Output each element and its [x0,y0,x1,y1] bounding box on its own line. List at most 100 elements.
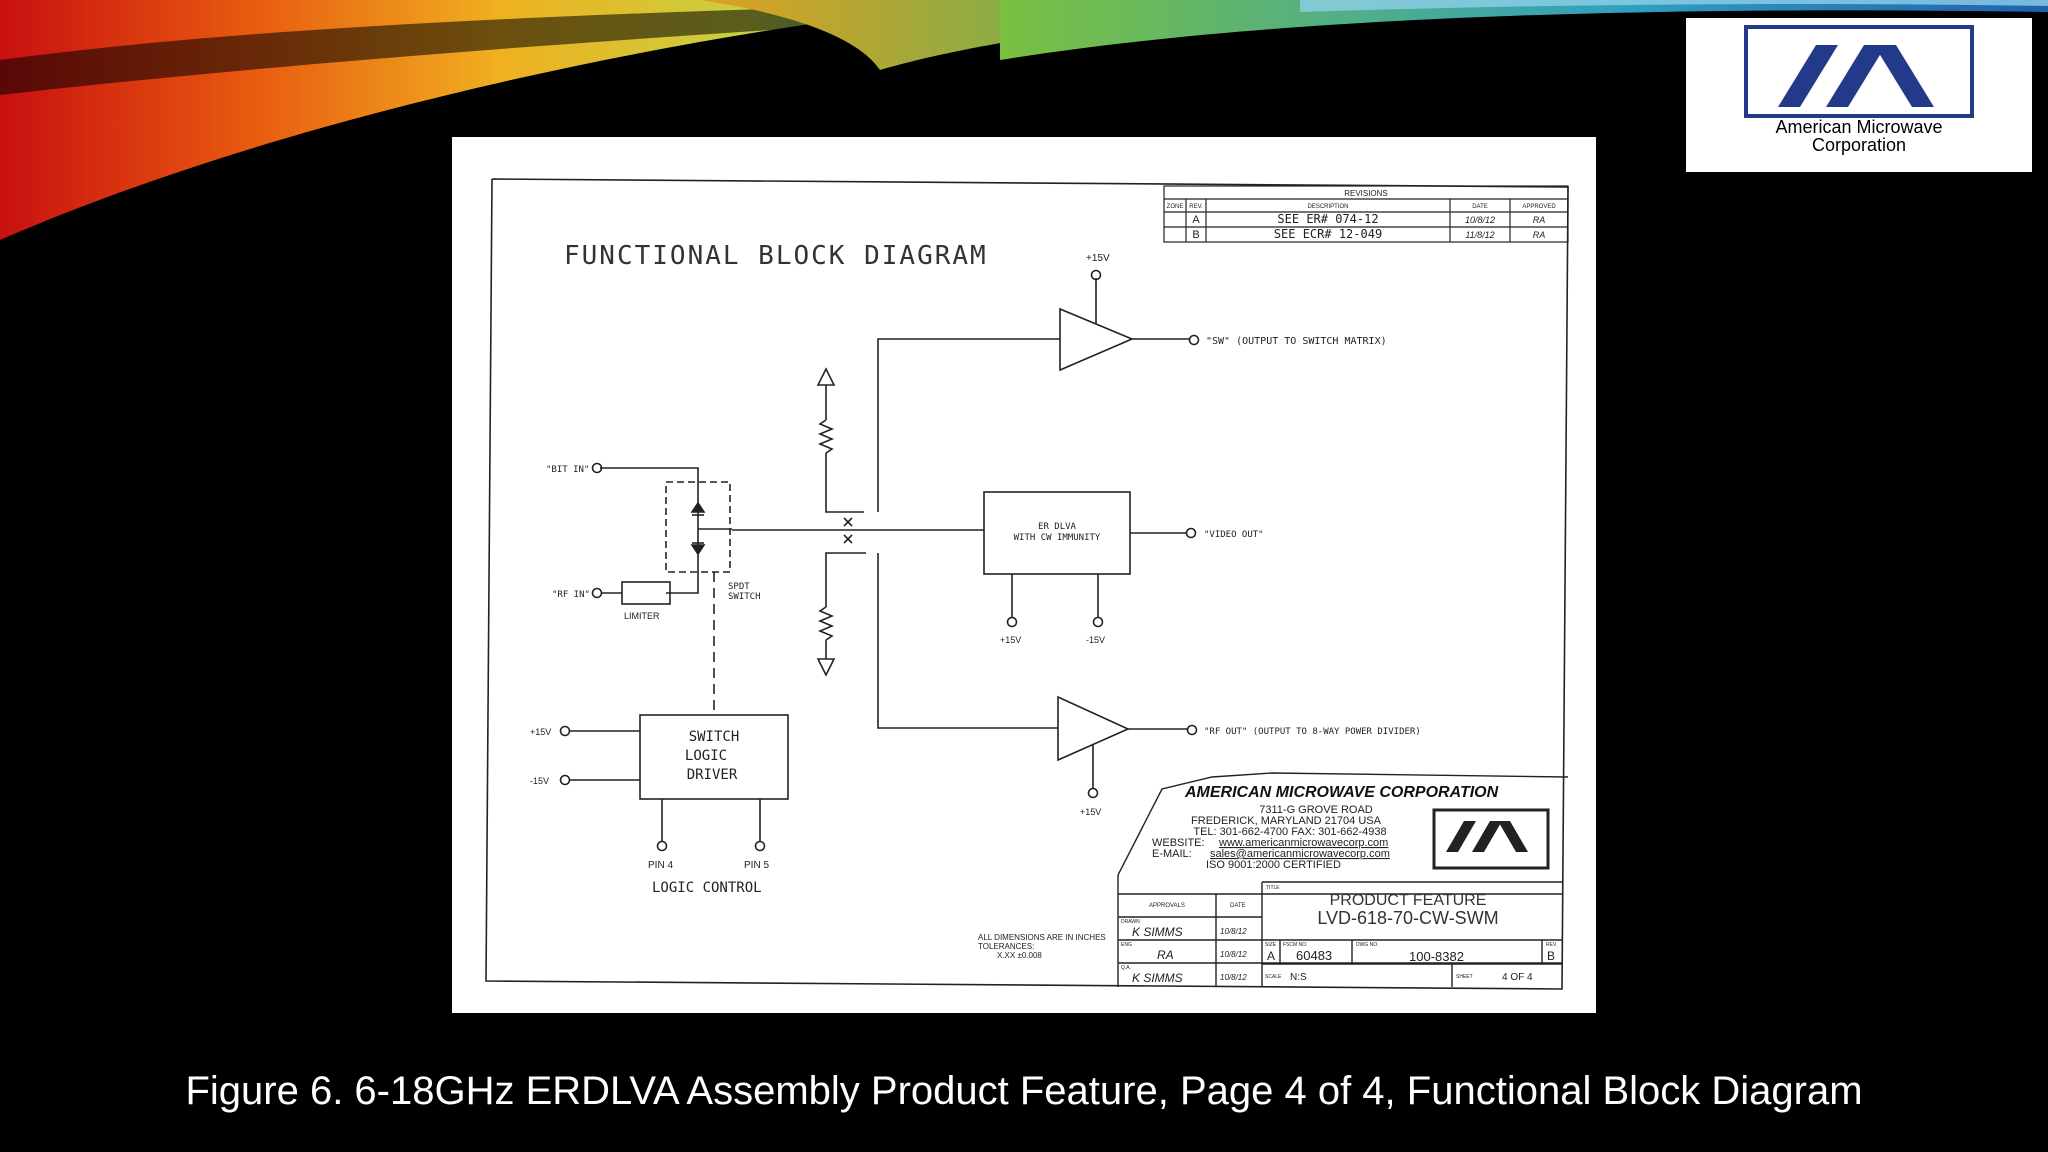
bit-in-label: "BIT IN" [546,465,589,475]
rev-row-a-rev: A [1192,214,1200,226]
tb-drawn-label: DRAWN [1121,919,1140,925]
rf-out-label: "RF OUT" (OUTPUT TO 8-WAY POWER DIVIDER) [1204,727,1421,737]
bit-in-port [591,462,603,474]
tb-rev: B [1547,949,1555,963]
crossover-junction [843,517,853,544]
revisions-heading: REVISIONS [1344,189,1388,198]
logo-frame [1744,25,1974,118]
tb-date-hdr: DATE [1230,903,1246,909]
rev-col-desc: DESCRIPTION [1307,204,1348,210]
rev-col-approved: APPROVED [1522,204,1556,210]
tb-rev-label: REV. [1546,942,1557,948]
tb-company: AMERICAN MICROWAVE CORPORATION [1184,784,1499,801]
tb-drawn-by: K SIMMS [1132,925,1183,939]
tb-email: sales@americanmicrowavecorp.com [1210,848,1390,860]
functional-block-diagram: FUNCTIONAL BLOCK DIAGRAM REVISIONS ZONE … [485,178,1569,990]
tb-sheet: 4 OF 4 [1502,972,1533,983]
switch-logic-driver-block [639,714,789,800]
driver-neg-port [559,774,571,786]
tb-fscm-label: FSCM NO. [1283,942,1307,948]
tb-dwg-label: DWG NO. [1356,942,1379,948]
drawing-title: FUNCTIONAL BLOCK DIAGRAM [564,241,988,271]
tb-scale: N:S [1290,972,1307,983]
tb-website: www.americanmicrowavecorp.com [1218,837,1388,849]
tb-scale-label: SCALE [1265,974,1282,980]
tb-eng-by: RA [1157,948,1174,962]
erdlva-neg-label: -15V [1086,635,1105,645]
tb-title-line1: PRODUCT FEATURE [1330,892,1487,909]
spdt-label-1: SPDT [728,582,750,592]
logo-line2: Corporation [1811,135,1907,155]
tb-iso: ISO 9001:2000 CERTIFIED [1206,859,1341,871]
erdlva-label-1: ER DLVA [1038,522,1077,532]
driver-label-3: DRIVER [687,767,738,783]
dims-note-3: X.XX ±0.008 [997,951,1042,960]
logo-line1: American Microwave [1775,117,1943,137]
erdlva-label-2: WITH CW IMMUNITY [1014,533,1101,543]
tb-fscm: 60483 [1296,948,1332,963]
company-logo: American Microwave Corporation [1686,18,2032,172]
rf-in-port [591,587,603,599]
rev-row-a-approved: RA [1533,215,1546,225]
driver-neg-label: -15V [530,776,549,786]
drawing-border [485,178,1569,990]
rev-row-a-desc: SEE ER# 074-12 [1277,212,1378,226]
tb-drawn-date: 10/8/12 [1220,927,1247,936]
pin5-label: PIN 5 [744,860,769,871]
tb-eng-label: ENG [1121,942,1132,948]
lower-termination [816,552,866,677]
rev-row-b-desc: SEE ECR# 12-049 [1274,227,1382,241]
pin4-label: PIN 4 [648,860,673,871]
tb-email-label: E-MAIL: [1152,848,1192,860]
tb-phone: TEL: 301-662-4700 FAX: 301-662-4938 [1193,826,1386,838]
rev-col-zone: ZONE [1167,204,1184,210]
spdt-label-2: SWITCH [728,592,761,602]
drawing-sheet: FUNCTIONAL BLOCK DIAGRAM REVISIONS ZONE … [452,137,1596,1013]
upper-termination [816,367,864,513]
video-out-label: "VIDEO OUT" [1204,530,1264,540]
slide-caption: Figure 6. 6-18GHz ERDLVA Assembly Produc… [185,1069,1863,1113]
tb-sheet-label: SHEET [1456,974,1473,980]
rev-row-b-rev: B [1192,229,1199,241]
logic-control-label: LOGIC CONTROL [652,880,762,896]
tb-qa-date: 10/8/12 [1220,973,1247,982]
tb-size: A [1267,949,1275,963]
rev-row-b-date: 11/8/12 [1465,230,1494,240]
pin5-port [754,840,766,852]
tb-title-label: TITLE [1266,885,1280,891]
video-out-port [1185,527,1197,539]
rev-col-date: DATE [1472,204,1488,210]
logo-company-name: American Microwave Corporation [1686,118,2032,154]
dims-note-2: TOLERANCES: [978,942,1034,951]
tb-size-label: SIZE [1265,942,1277,948]
tb-title-line2: LVD-618-70-CW-SWM [1317,908,1498,928]
rev-col-rev: REV. [1189,204,1203,210]
limiter-box [621,581,671,605]
title-block [1117,772,1569,987]
driver-label-1: SWITCH [689,729,740,745]
decorative-swoosh [0,0,2048,240]
driver-label-2: LOGIC [685,748,727,764]
driver-pos-port [559,725,571,737]
rev-row-a-date: 10/8/12 [1465,215,1495,225]
limiter-label: LIMITER [624,611,660,621]
rf-amp-supply-label: +15V [1080,807,1101,817]
sw-amplifier [877,269,1200,512]
rf-out-amplifier [877,553,1198,799]
tb-dwg: 100-8382 [1409,949,1464,964]
pin4-port [656,840,668,852]
dims-note-1: ALL DIMENSIONS ARE IN INCHES [978,933,1106,942]
tb-address1: 7311-G GROVE ROAD [1259,804,1373,816]
erdlva-pos-label: +15V [1000,635,1021,645]
tb-approvals: APPROVALS [1149,903,1185,909]
driver-pos-label: +15V [530,727,551,737]
sw-output-label: "SW" (OUTPUT TO SWITCH MATRIX) [1206,336,1387,347]
tb-website-label: WEBSITE: [1152,837,1205,849]
spdt-switch [600,467,732,715]
tb-qa-label: Q.A. [1121,965,1131,971]
rf-in-label: "RF IN" [552,590,590,600]
revisions-table: REVISIONS ZONE REV. DESCRIPTION DATE APP… [1163,185,1569,243]
tb-qa-by: K SIMMS [1132,971,1183,985]
tb-eng-date: 10/8/12 [1220,950,1247,959]
rev-row-b-approved: RA [1533,230,1546,240]
